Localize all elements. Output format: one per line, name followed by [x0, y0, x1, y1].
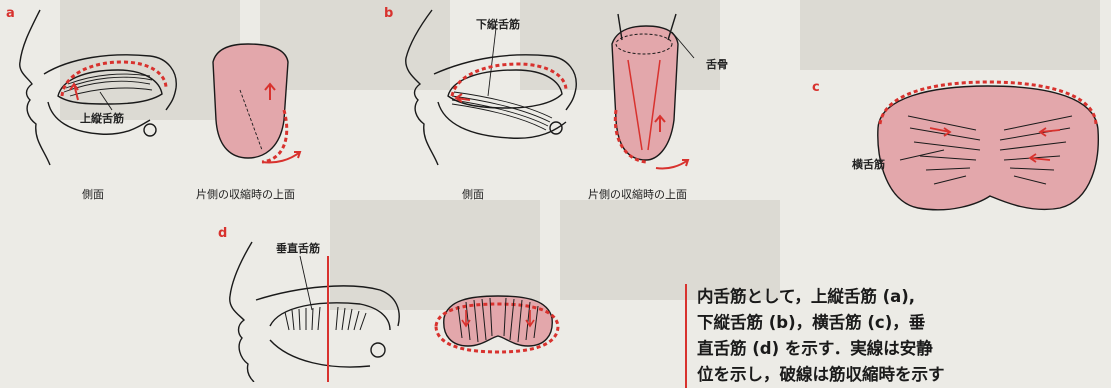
- panel-d-cross-section: [436, 296, 558, 352]
- tongue-top: [612, 26, 678, 160]
- tongue-top: [213, 44, 288, 158]
- vertical-muscle-label: 垂直舌筋: [276, 240, 320, 256]
- face-profile: [20, 10, 50, 165]
- panel-letter-c: c: [812, 80, 820, 95]
- panel-a-top-view: [213, 44, 300, 163]
- superior-longitudinal-label: 上縦舌筋: [80, 110, 124, 126]
- panel-b-top-caption: 片側の収縮時の上面: [588, 186, 687, 202]
- tongue-cross-section: [878, 86, 1099, 210]
- face-profile: [230, 242, 254, 382]
- panel-letter-b: b: [384, 6, 393, 21]
- vertical-fibers: [285, 307, 366, 330]
- panel-a-top-caption: 片側の収縮時の上面: [196, 186, 295, 202]
- hyoid-bone: [550, 122, 562, 134]
- panel-letter-a: a: [6, 6, 15, 21]
- hyoid-bone: [144, 124, 156, 136]
- pointer-line: [300, 256, 312, 310]
- curve-arrow: [656, 160, 688, 169]
- hyoid-bone-label: 舌骨: [706, 56, 728, 72]
- mouth-floor: [270, 340, 370, 367]
- panel-letter-d: d: [218, 226, 227, 241]
- panel-a-side-caption: 側面: [82, 186, 104, 202]
- pointer-line: [488, 28, 496, 96]
- inferior-longitudinal-label: 下縦舌筋: [476, 16, 520, 32]
- panel-b-side-caption: 側面: [462, 186, 484, 202]
- hyoid-bone: [371, 343, 385, 357]
- transverse-muscle-label: 横舌筋: [852, 156, 885, 172]
- panel-c-transverse-view: [878, 82, 1099, 210]
- figure-description: 内舌筋として，上縦舌筋 (a), 下縦舌筋 (b)，横舌筋 (c)，垂 直舌筋 …: [685, 284, 1027, 388]
